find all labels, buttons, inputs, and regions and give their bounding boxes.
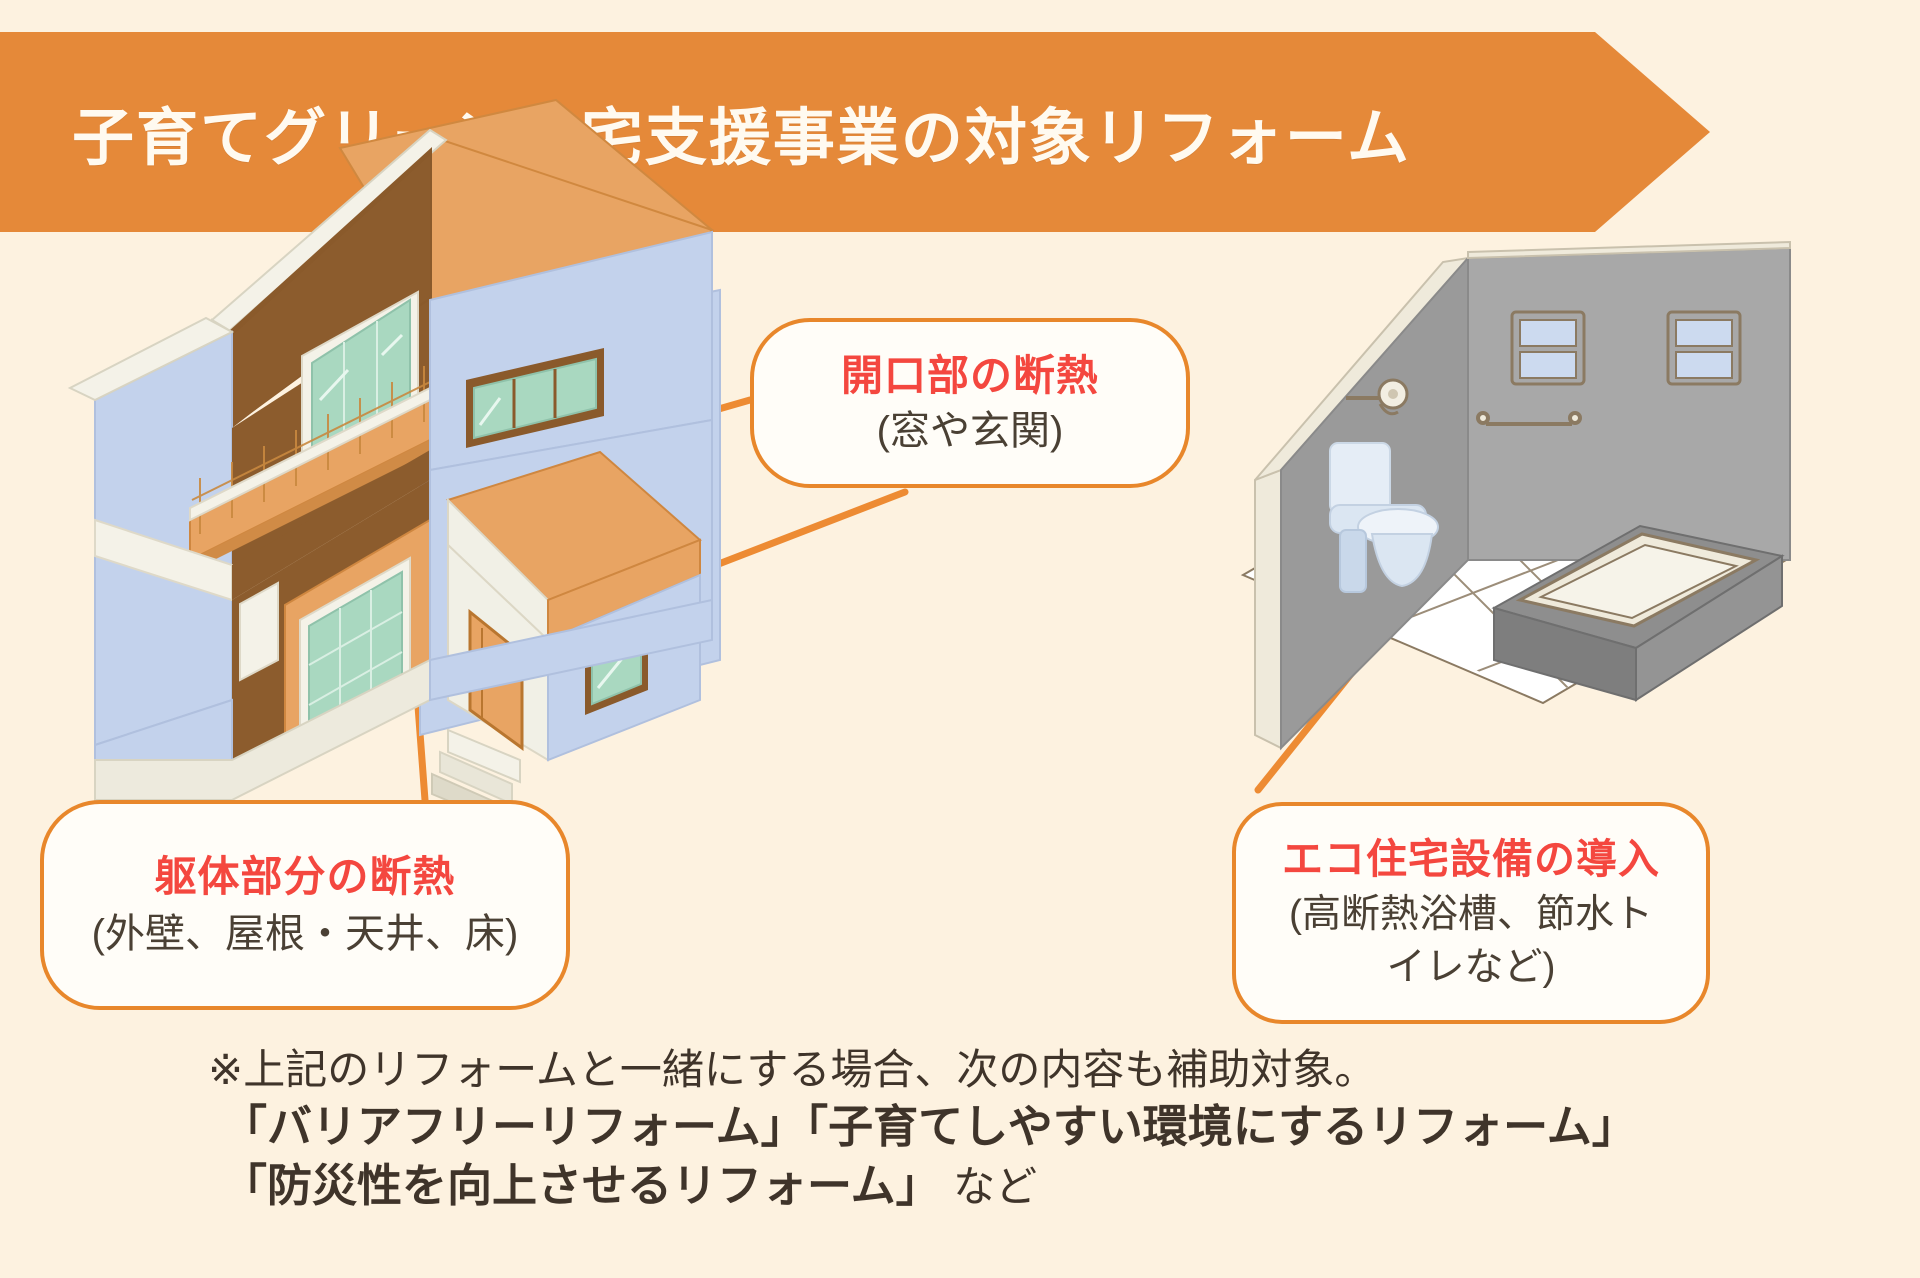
page-title: 子育てグリーン住宅支援事業の対象リフォーム	[72, 104, 1412, 173]
toilet-paper-holder-icon	[1346, 378, 1409, 416]
connector-toilet	[1254, 594, 1416, 794]
callout-openings-detail: (窓や玄関)	[876, 409, 1064, 454]
toilet-fixture	[1329, 442, 1439, 593]
connector-attic	[124, 364, 247, 816]
callout-structure-heading: 躯体部分の断熱	[154, 852, 456, 900]
callout-eco-detail-line2: イレなど)	[1386, 945, 1556, 989]
callout-eco-detail-line1: (高断熱浴槽、節水ト	[1289, 892, 1653, 936]
footnote-block: ※上記のリフォームと一緒にする場合、次の内容も補助対象。 「バリアフリーリフォー…	[0, 1044, 1920, 1216]
title-banner: 子育てグリーン住宅支援事業の対象リフォーム	[0, 32, 1710, 232]
footnote-line-2: 「バリアフリーリフォーム」「子育てしやすい環境にするリフォーム」	[222, 1100, 1637, 1152]
footnote-line-3-main: 「防災性を向上させるリフォーム」	[222, 1160, 941, 1212]
footnote-line-1: ※上記のリフォームと一緒にする場合、次の内容も補助対象。	[208, 1046, 1377, 1093]
bathroom-window-right	[1666, 310, 1742, 386]
footnote-line-3: 「防災性を向上させるリフォーム」 など	[0, 1156, 1920, 1215]
bathtub-fixture	[1491, 524, 1785, 702]
callout-openings[interactable]: 開口部の断熱 (窓や玄関)	[750, 318, 1190, 488]
bathroom-window-left	[1510, 310, 1586, 386]
callout-openings-heading: 開口部の断熱	[840, 351, 1099, 399]
footnote-line-3-tail: など	[953, 1163, 1038, 1211]
callout-eco-heading: エコ住宅設備の導入	[1282, 836, 1660, 883]
towel-bar-icon	[1476, 411, 1582, 426]
callout-structure-detail: (外壁、屋根・天井、床)	[91, 912, 519, 957]
callout-eco[interactable]: エコ住宅設備の導入 (高断熱浴槽、節水ト イレなど)	[1232, 802, 1710, 1024]
connector-entrance	[523, 488, 909, 642]
bathroom-illustration	[1240, 240, 1791, 751]
callout-structure[interactable]: 躯体部分の断熱 (外壁、屋根・天井、床)	[40, 800, 570, 1010]
connector-wall	[402, 541, 429, 804]
connector-window-2f	[451, 396, 754, 489]
